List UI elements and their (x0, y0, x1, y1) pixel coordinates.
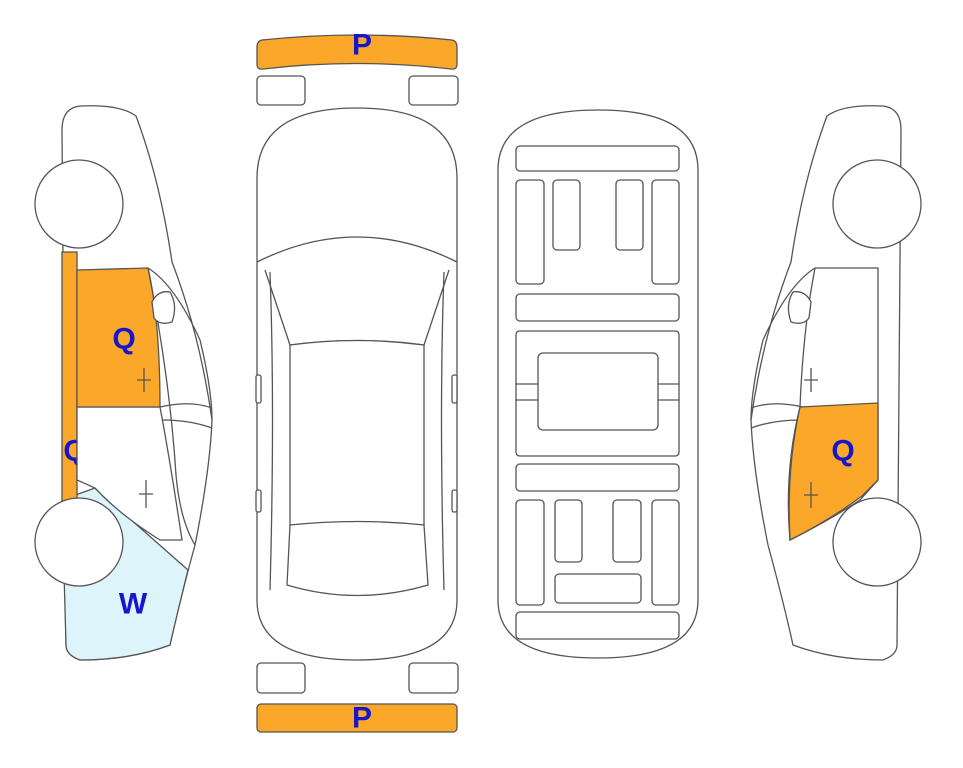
left-front-fender-code: W (119, 588, 148, 621)
headlight-right[interactable] (408, 75, 459, 106)
right-rear-handle-top[interactable] (451, 489, 458, 513)
underside-front-right-inner[interactable] (615, 179, 644, 251)
underside-rear-right-inner[interactable] (612, 499, 642, 563)
left-sill-line (161, 419, 213, 429)
roof[interactable] (289, 339, 425, 526)
underside-rear-panel[interactable] (515, 611, 680, 640)
left-rear-door (76, 406, 183, 541)
right-front-door-code: Q (831, 435, 854, 468)
left-rear-handle[interactable] (139, 480, 153, 508)
right-front-wheel[interactable] (832, 159, 922, 249)
rear-window[interactable] (286, 524, 429, 597)
underside-rear-left-rail[interactable] (515, 499, 545, 606)
left-mirror-top[interactable] (255, 374, 262, 404)
rear-bumper-group: P (256, 662, 459, 735)
underside-rear-center[interactable] (554, 573, 642, 604)
right-front-handle[interactable] (804, 368, 818, 392)
left-rear-wheel[interactable] (34, 497, 124, 587)
front-bumper-group: P (256, 29, 459, 106)
right-rear-handle[interactable] (804, 482, 818, 508)
underside-rear-left-inner[interactable] (554, 499, 583, 563)
right-a-pillar-top (440, 271, 445, 591)
underside-floor-right-cut (658, 383, 679, 401)
left-mirror[interactable] (151, 291, 176, 324)
underside-rear-crossmember[interactable] (515, 463, 680, 492)
left-window-line (147, 267, 213, 421)
right-mirror[interactable] (787, 291, 812, 324)
underside-rear-right-rail[interactable] (651, 499, 680, 606)
underside-floor-pan[interactable] (537, 352, 659, 431)
left-front-door-code: Q (112, 323, 135, 356)
underside-front-crossmember[interactable] (515, 145, 680, 172)
left-front-wheel[interactable] (34, 159, 124, 249)
front-bumper[interactable] (256, 34, 458, 70)
taillight-right[interactable] (408, 662, 459, 694)
right-mirror-top[interactable] (451, 374, 458, 404)
hood-line (256, 236, 458, 263)
rear-bumper-code: P (352, 702, 372, 735)
taillight-left[interactable] (256, 662, 306, 694)
left-side-view: W Q Q (34, 105, 213, 661)
underside-front-left-rail[interactable] (515, 179, 545, 285)
left-a-pillar-top (269, 271, 274, 591)
top-view (255, 107, 458, 661)
left-rear-handle-top[interactable] (255, 489, 262, 513)
underside-front-right-rail[interactable] (651, 179, 680, 285)
underside-view (497, 109, 699, 659)
front-bumper-code: P (352, 29, 372, 62)
rear-bumper[interactable] (256, 703, 458, 733)
underside-mid-crossmember[interactable] (515, 293, 680, 322)
right-window-line (750, 267, 816, 421)
headlight-left[interactable] (256, 75, 306, 106)
left-front-handle[interactable] (137, 368, 151, 392)
right-side-view: Q (750, 105, 922, 661)
right-door-frame (787, 267, 879, 542)
underside-floor-left-cut (516, 383, 538, 401)
underside-front-left-inner[interactable] (552, 179, 581, 251)
left-pillar-line (159, 403, 213, 409)
right-pillar-line (750, 403, 804, 409)
right-rear-wheel[interactable] (832, 497, 922, 587)
